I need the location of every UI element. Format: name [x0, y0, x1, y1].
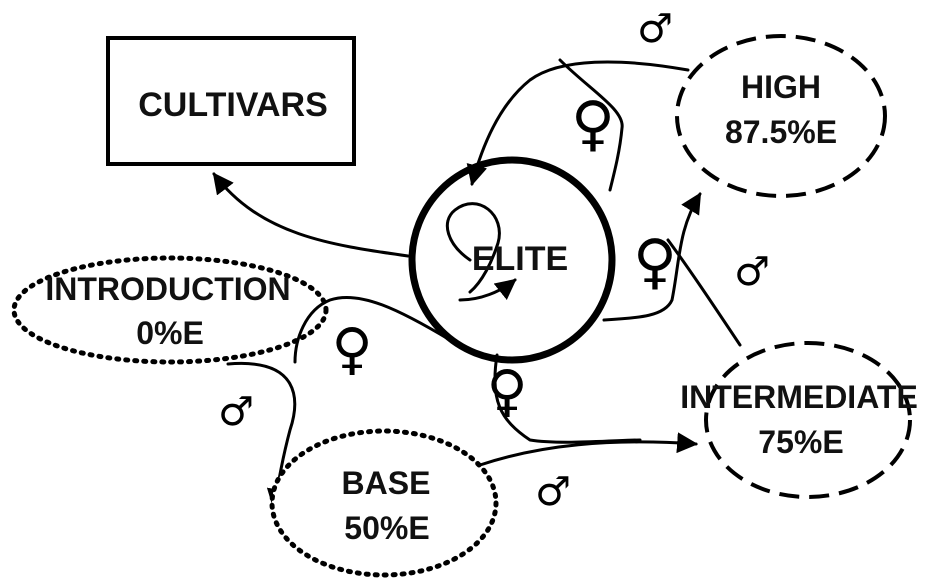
node-introduction: INTRODUCTION 0%E	[11, 255, 329, 365]
elite-internal-loop	[445, 202, 501, 294]
high-line1: HIGH	[741, 69, 821, 105]
female-symbol-icon: ♀	[331, 317, 372, 382]
base-ellipse	[269, 428, 499, 578]
arrow-elite-to-cultivars	[212, 172, 410, 258]
intermediate-line1: INTERMEDIATE	[680, 379, 918, 415]
male-symbol-icon: ♂	[535, 469, 571, 515]
male-symbol-icon: ♂	[637, 6, 673, 52]
intermediate-line2: 75%E	[758, 424, 843, 460]
line-elite-to-base-female	[293, 295, 452, 364]
base-line1: BASE	[342, 465, 431, 501]
line-high-elite-female-loop	[558, 58, 624, 192]
introduction-line1: INTRODUCTION	[45, 271, 290, 307]
elite-internal-loop-arrow	[458, 278, 517, 302]
arrow-high-to-elite	[466, 60, 690, 187]
node-base: BASE 50%E	[269, 428, 499, 578]
introduction-ellipse	[11, 255, 329, 365]
introduction-line2: 0%E	[136, 315, 204, 351]
intermediate-ellipse	[704, 341, 912, 499]
base-line2: 50%E	[344, 510, 429, 546]
male-symbol-icon: ♂	[734, 249, 770, 295]
arrow-elite-to-high	[602, 192, 702, 322]
female-symbol-icon: ♀	[486, 359, 527, 424]
female-symbol-icon: ♀	[633, 227, 677, 297]
cultivars-box	[106, 36, 356, 166]
node-cultivars: CULTIVARS	[106, 36, 356, 166]
elite-circle	[408, 156, 616, 364]
female-symbol-icon: ♀	[571, 89, 615, 159]
elite-label: ELITE	[472, 240, 568, 278]
high-line2: 87.5%E	[725, 114, 837, 150]
line-intermediate-to-elite	[666, 238, 742, 347]
cultivars-label: CULTIVARS	[138, 86, 328, 124]
high-ellipse	[675, 34, 887, 198]
node-intermediate: INTERMEDIATE 75%E	[680, 341, 918, 499]
male-symbol-icon: ♂	[218, 389, 254, 435]
node-elite: ELITE	[408, 156, 616, 364]
node-high: HIGH 87.5%E	[675, 34, 887, 198]
arrow-base-to-intermediate	[478, 432, 699, 467]
line-elite-to-intermediate-female	[493, 353, 642, 444]
